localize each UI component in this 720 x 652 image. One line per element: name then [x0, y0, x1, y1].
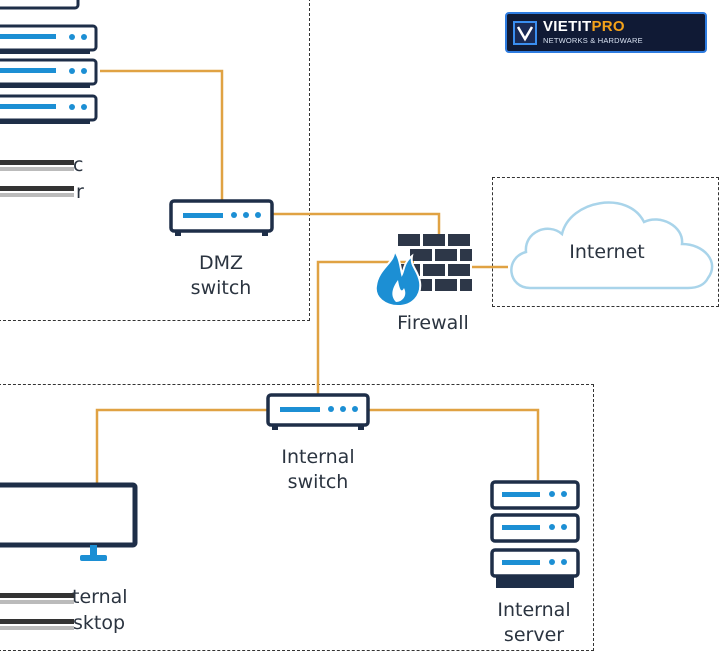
- internal-server-icon: [490, 480, 580, 588]
- internal-zone: [0, 384, 594, 651]
- desktop-label-redaction: [0, 619, 74, 624]
- dmz-server-icon: [0, 0, 98, 124]
- desktop-label-redaction: [0, 600, 74, 604]
- firewall-label: Firewall: [397, 312, 469, 334]
- link-dmz-server-to-dmz-switch: [100, 69, 224, 200]
- dmz-switch-icon: [169, 199, 274, 236]
- desktop-label-redaction: [0, 626, 74, 630]
- internal-switch-icon: [266, 393, 370, 430]
- brand-name: VIETITPRO: [543, 18, 625, 35]
- desktop-label-line2: sktop: [73, 612, 126, 634]
- dmz-server-label-redaction: [0, 160, 74, 165]
- dmz-server-label-line1: c: [73, 154, 84, 176]
- link-firewall-to-internal-switch: [316, 260, 414, 395]
- brand-tagline: NETWORKS & HARDWARE: [543, 36, 643, 45]
- link-dmz-switch-to-firewall: [272, 212, 441, 238]
- dmz-server-label-redaction: [0, 186, 74, 191]
- brand-name-accent: PRO: [591, 18, 625, 35]
- dmz-server-label-line2: r: [76, 181, 84, 203]
- dmz-switch-label: DMZ switch: [190, 252, 252, 299]
- network-links: [95, 69, 540, 485]
- flame-icon: [374, 249, 422, 308]
- desktop-label-line1: ternal: [72, 586, 128, 608]
- v-logo-icon: [513, 21, 537, 45]
- internet-label: Internet: [569, 241, 645, 263]
- firewall-icon: [374, 234, 472, 308]
- monitor-icon: [0, 482, 138, 561]
- cloud-icon: [510, 201, 714, 290]
- dmz-server-label-redaction: [0, 193, 74, 197]
- dmz-server-label-redaction: [0, 167, 74, 171]
- internet-zone: [492, 177, 719, 307]
- link-internal-switch-to-server: [368, 408, 540, 480]
- brand-logo: VIETITPRO NETWORKS & HARDWARE: [505, 12, 707, 53]
- desktop-label-redaction: [0, 593, 74, 598]
- link-internal-switch-to-desktop: [95, 408, 268, 485]
- internal-server-label: Internal server: [497, 599, 571, 646]
- internal-switch-label: Internal switch: [281, 446, 355, 493]
- dmz-zone: [0, 0, 310, 321]
- brand-name-main: VIETIT: [543, 18, 592, 35]
